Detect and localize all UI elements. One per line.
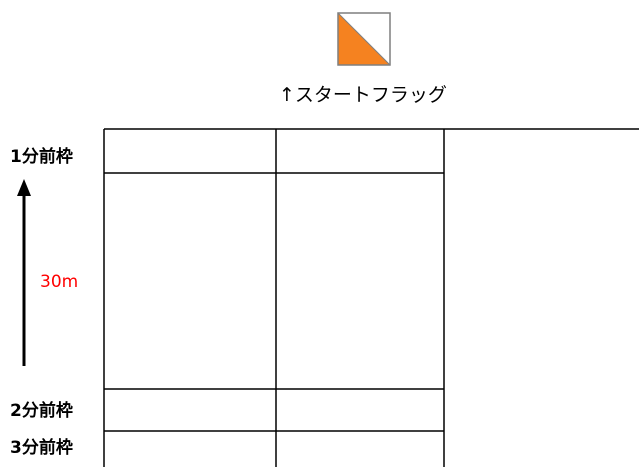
two-minute-box-label: 2分前枠 xyxy=(10,401,73,421)
flag-diagonal xyxy=(337,12,391,66)
arrow-up-icon xyxy=(17,179,31,366)
start-flag-icon xyxy=(337,12,391,66)
flag-outline xyxy=(337,12,391,66)
one-minute-box-label: 1分前枠 xyxy=(10,147,73,167)
start-flag-caption: ↑スタートフラッグ xyxy=(279,84,447,106)
arrow-head xyxy=(17,179,31,196)
three-minute-box-label: 3分前枠 xyxy=(10,438,73,458)
distance-label: 30m xyxy=(40,272,79,292)
